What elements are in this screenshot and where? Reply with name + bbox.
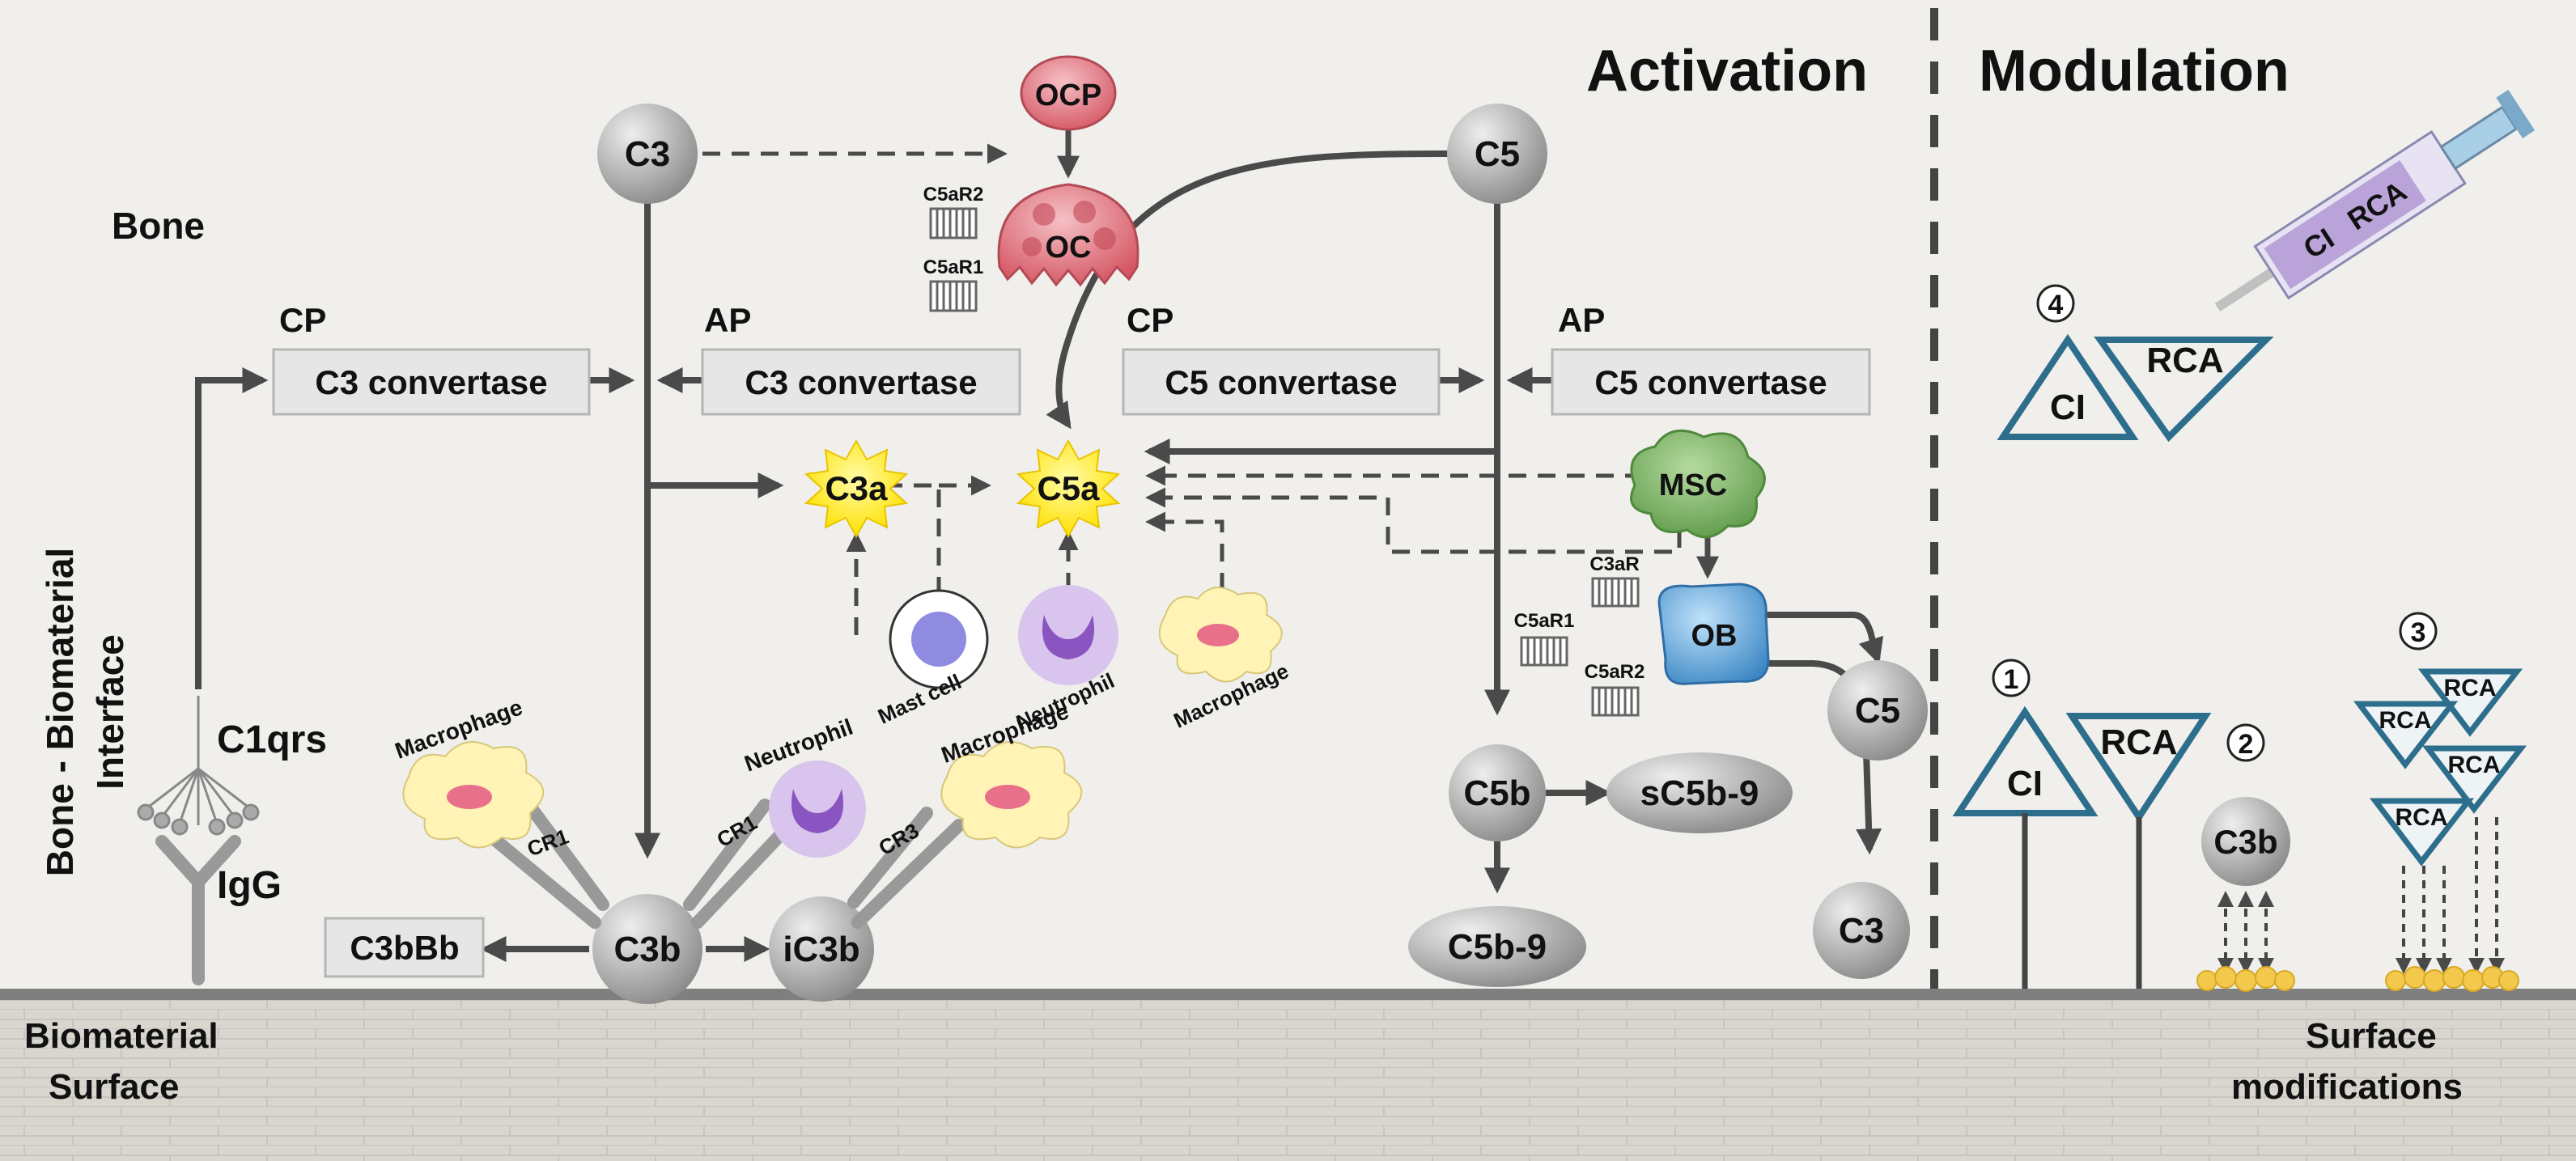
svg-text:C5b: C5b	[1463, 773, 1530, 813]
svg-text:C3b: C3b	[613, 930, 681, 969]
c3bbb-box: C3bBb	[324, 917, 485, 978]
svg-text:CP: CP	[279, 301, 326, 339]
svg-text:sC5b-9: sC5b-9	[1640, 773, 1759, 813]
svg-text:3: 3	[2411, 617, 2426, 648]
ap-c5-convertase: AP C5 convertase	[1551, 301, 1871, 416]
surface-label-line2: Surface	[49, 1067, 179, 1107]
svg-text:4: 4	[2048, 290, 2064, 320]
svg-text:AP: AP	[1558, 301, 1605, 339]
mast-cell: Mast cell	[874, 589, 989, 729]
interface-label-line2: Interface	[89, 634, 131, 790]
c5a-node: C5a	[1016, 439, 1121, 539]
ob-c5ar2-label: C5aR2	[1585, 661, 1645, 683]
surface-particles-2	[2196, 966, 2295, 992]
syringe-icon: CI RCA	[2214, 89, 2536, 312]
dashed-arrows	[702, 143, 1682, 635]
ocp-cell: OCP	[1020, 55, 1117, 131]
svg-text:RCA: RCA	[2396, 804, 2448, 831]
c3ar-receptor-icon	[1591, 577, 1640, 608]
msc-cell: MSC	[1630, 429, 1766, 539]
surface-label-line1: Biomaterial	[24, 1016, 219, 1056]
svg-text:CP: CP	[1127, 301, 1173, 339]
c5-output-node: C5	[1827, 660, 1928, 761]
svg-text:OB: OB	[1691, 619, 1738, 653]
c5b-node: C5b	[1449, 744, 1546, 841]
ob-c5ar1-receptor-icon	[1520, 636, 1568, 667]
sc5b9-node: sC5b-9	[1606, 752, 1793, 833]
svg-text:MSC: MSC	[1659, 468, 1727, 502]
biomaterial-surface-region	[0, 989, 2576, 1161]
svg-text:OCP: OCP	[1035, 78, 1101, 112]
cp-c3-convertase: CP C3 convertase	[272, 301, 591, 416]
svg-text:RCA: RCA	[2379, 707, 2432, 734]
svg-text:RCA: RCA	[2100, 722, 2177, 762]
interface-label-line1: Bone - Biomaterial	[39, 548, 81, 876]
svg-text:C3b: C3b	[2213, 823, 2277, 861]
svg-text:RCA: RCA	[2448, 752, 2501, 778]
oc-receptors: C5aR2 C5aR1	[923, 184, 984, 312]
svg-text:C3 convertase: C3 convertase	[315, 363, 547, 401]
svg-text:C3: C3	[625, 134, 670, 174]
svg-text:RCA: RCA	[2444, 675, 2497, 701]
igg-label: IgG	[217, 864, 282, 907]
modulation-2: 2 C3b	[2196, 723, 2295, 992]
svg-text:AP: AP	[704, 301, 751, 339]
svg-text:C5: C5	[1475, 134, 1520, 174]
igg-icon	[155, 835, 241, 985]
ic3b-node: iC3b	[769, 896, 874, 1002]
svg-text:iC3b: iC3b	[783, 930, 859, 969]
c3b-node: C3b	[592, 894, 702, 1004]
svg-text:C3: C3	[1839, 911, 1884, 951]
svg-text:C3 convertase: C3 convertase	[745, 363, 977, 401]
c5ar2-receptor-icon	[929, 207, 978, 239]
c5ar1-receptor-icon	[929, 280, 978, 312]
svg-text:C5 convertase: C5 convertase	[1165, 363, 1397, 401]
pathway-arrows	[195, 150, 1884, 962]
modulation-1: 1 CI RCA	[1952, 659, 2212, 989]
modulation-header: Modulation	[1979, 39, 2290, 104]
c5b9-node: C5b-9	[1408, 906, 1586, 987]
c5-node: C5	[1447, 104, 1547, 204]
svg-text:C5b-9: C5b-9	[1448, 927, 1547, 967]
surface-particles-3	[2385, 966, 2519, 992]
ob-receptors: C3aR C5aR1 C5aR2	[1514, 553, 1645, 717]
bone-label: Bone	[112, 205, 205, 247]
modulation-panel: 1 CI RCA 2 C3b	[1952, 89, 2536, 992]
svg-text:C5a: C5a	[1037, 469, 1100, 507]
c1qrs-label: C1qrs	[217, 718, 327, 761]
svg-text:1: 1	[2004, 664, 2019, 695]
svg-text:RCA: RCA	[2146, 341, 2223, 380]
oc-cell: OC	[997, 183, 1139, 287]
c1q-icon	[137, 696, 260, 836]
ob-cell: OB	[1657, 583, 1770, 685]
ap-c3-convertase: AP C3 convertase	[701, 301, 1021, 416]
c3-node: C3	[597, 104, 698, 204]
ob-c5ar2-receptor-icon	[1591, 686, 1640, 717]
surface-line	[0, 989, 2576, 1000]
modulation-3: 3 RCA RCA RCA RCA	[2353, 612, 2527, 992]
modifications-label-line2: modifications	[2231, 1067, 2463, 1107]
svg-text:OC: OC	[1046, 231, 1092, 265]
modulation-4: 4 CI RCA CI RCA	[1997, 89, 2536, 443]
svg-text:CI: CI	[2007, 764, 2043, 803]
svg-text:C3a: C3a	[825, 469, 888, 507]
modifications-label-line1: Surface	[2306, 1016, 2436, 1056]
ob-c5ar1-label: C5aR1	[1514, 610, 1575, 632]
c5ar1-label: C5aR1	[923, 256, 984, 278]
svg-text:CI: CI	[2050, 388, 2086, 427]
svg-text:2: 2	[2239, 729, 2254, 760]
c5ar2-label: C5aR2	[923, 184, 984, 206]
c3ar-label: C3aR	[1589, 553, 1639, 575]
igg-c1qrs-complex: IgG C1qrs	[137, 696, 327, 985]
svg-text:C5 convertase: C5 convertase	[1594, 363, 1827, 401]
svg-text:C5: C5	[1855, 691, 1900, 731]
activation-header: Activation	[1586, 39, 1868, 104]
cp-c5-convertase: CP C5 convertase	[1122, 301, 1441, 416]
c3-output-node: C3	[1813, 882, 1910, 979]
svg-text:C3bBb: C3bBb	[350, 929, 459, 967]
c3a-node: C3a	[804, 439, 909, 539]
